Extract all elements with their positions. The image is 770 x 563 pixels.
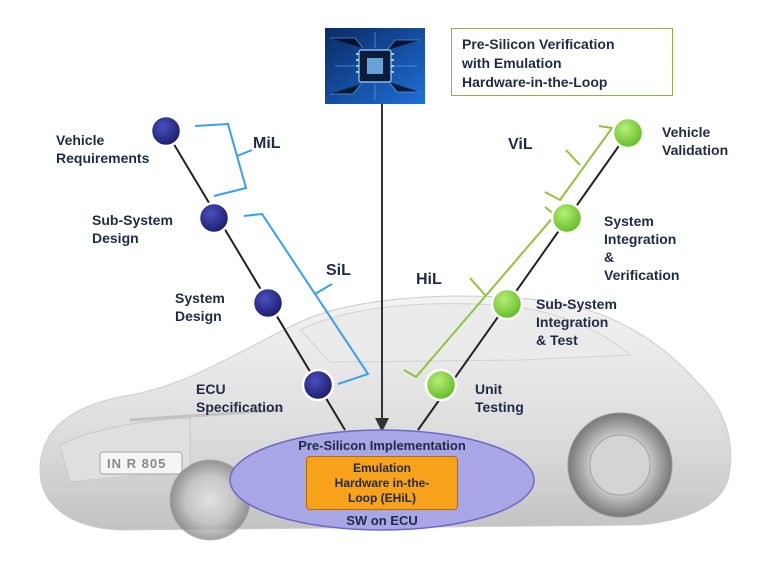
label-system-integration-line-4: Verification <box>604 267 680 283</box>
label-vehicle-validation-line-2: Validation <box>662 142 729 158</box>
node-system-design <box>251 286 285 320</box>
emulation-line-3: Loop (EHiL) <box>348 490 416 505</box>
mil-bracket <box>194 122 248 197</box>
label-ecu-specification-line-1: ECU <box>196 381 226 397</box>
label-system-integration-line-2: Integration <box>604 231 677 247</box>
label-vehicle-requirements-line-2: Requirements <box>56 150 150 166</box>
label-system-integration-line-3: & <box>604 249 615 265</box>
chip-icon <box>325 28 425 104</box>
label-system-design-line-2: Design <box>175 308 222 324</box>
bracket-label-sil: SiL <box>326 262 351 279</box>
node-unit-testing <box>424 368 458 402</box>
label-sub-system-design: Sub-System Design <box>92 211 173 247</box>
label-vehicle-requirements: Vehicle Requirements <box>56 131 149 167</box>
bracket-label-mil: MiL <box>253 135 281 152</box>
top-box-line-2: with Emulation <box>462 55 562 71</box>
label-unit-testing-line-2: Testing <box>475 399 524 415</box>
base-title: Pre-Silicon Implementation <box>298 438 466 453</box>
label-system-integration-line-1: System <box>604 213 654 229</box>
hil-bracket <box>403 206 557 379</box>
label-vehicle-validation: Vehicle Validation <box>662 123 728 159</box>
label-sub-system-design-line-2: Design <box>92 230 139 246</box>
top-box-line-3: Hardware-in-the-Loop <box>462 74 608 90</box>
bracket-label-hil: HiL <box>416 271 442 288</box>
pre-silicon-verification-box: Pre-Silicon Verification with Emulation … <box>451 28 673 96</box>
label-ecu-specification-line-2: Specification <box>196 399 284 415</box>
label-system-design-line-1: System <box>175 290 225 306</box>
label-vehicle-validation-line-1: Vehicle <box>662 124 711 140</box>
label-vehicle-requirements-line-1: Vehicle <box>56 132 105 148</box>
vil-bracket <box>544 125 614 202</box>
label-unit-testing: Unit Testing <box>475 380 524 416</box>
label-ecu-specification: ECU Specification <box>196 380 283 416</box>
label-sub-system-design-line-1: Sub-System <box>92 212 173 228</box>
label-sub-system-integration: Sub-System Integration & Test <box>536 295 617 349</box>
label-system-design: System Design <box>175 289 225 325</box>
base-footer: SW on ECU <box>346 513 418 528</box>
node-sub-system-integration <box>490 287 524 321</box>
license-plate: IN R 805 <box>107 456 167 471</box>
label-unit-testing-line-1: Unit <box>475 381 503 397</box>
bracket-label-vil: ViL <box>508 136 533 153</box>
chip-arrow-head <box>375 418 389 432</box>
emulation-line-1: Emulation <box>352 460 411 475</box>
node-vehicle-requirements <box>149 114 183 148</box>
node-system-integration <box>550 201 584 235</box>
label-system-integration: System Integration & Verification <box>604 212 679 284</box>
node-ecu-specification <box>301 368 335 402</box>
emulation-box: Emulation Hardware in-the- Loop (EHiL) <box>306 456 458 510</box>
emulation-line-2: Hardware in-the- <box>334 475 430 490</box>
top-box-line-1: Pre-Silicon Verification <box>462 36 615 52</box>
node-vehicle-validation <box>611 116 645 150</box>
label-sub-system-integration-line-1: Sub-System <box>536 296 617 312</box>
label-sub-system-integration-line-3: & Test <box>536 332 578 348</box>
label-sub-system-integration-line-2: Integration <box>536 314 609 330</box>
node-sub-system-design <box>197 201 231 235</box>
